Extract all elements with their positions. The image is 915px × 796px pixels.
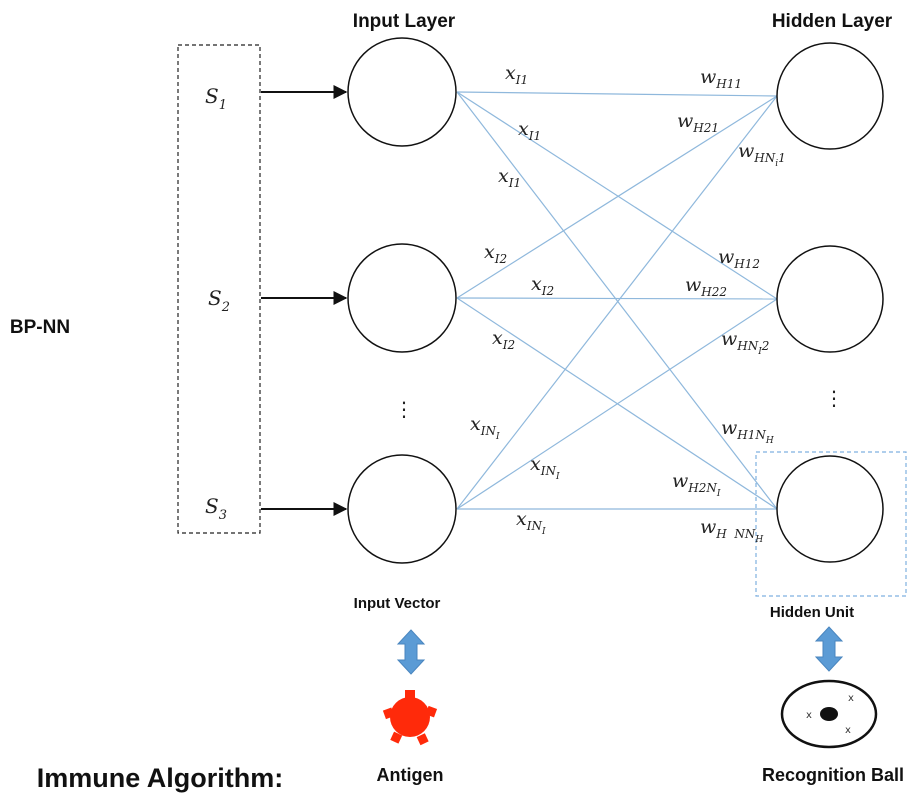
hidden-weight-label: wH2NI: [672, 470, 721, 499]
recognition-ball-caption: Recognition Ball: [762, 765, 904, 785]
recognition-mark: x: [848, 693, 854, 704]
connections: [456, 91, 778, 510]
recognition-ball-icon: x x x: [780, 679, 878, 749]
input-weight-label: xINI: [470, 413, 500, 442]
antigen-icon: [382, 690, 438, 746]
hidden-weight-label: wHNi1: [738, 140, 786, 169]
input-weight-label: xI1: [498, 165, 521, 190]
hidden-layer-title: Hidden Layer: [772, 11, 893, 32]
input-weight-label: xI2: [531, 273, 554, 298]
antigen-caption: Antigen: [377, 765, 444, 785]
signal-label-2: S2: [208, 286, 230, 315]
hidden-weight-label: wH21: [677, 110, 719, 135]
connection-i2-h2: [456, 297, 778, 300]
connection-i3-h1: [456, 95, 778, 510]
input-weight-label: xINI: [530, 453, 560, 482]
hidden-weight-label: wH12: [718, 246, 760, 271]
hidden-weight-label: wHNI2: [721, 328, 769, 357]
signal-label-3: S3: [205, 494, 227, 523]
hidden-node-2: [776, 245, 884, 353]
input-node-1: [347, 37, 457, 147]
connection-i1-h3: [456, 91, 778, 510]
hidden-weight-label: wH NNH: [700, 516, 763, 545]
hidden-weight-label: wH11: [700, 66, 742, 91]
hidden-node-3: [776, 455, 884, 563]
input-node-2: [347, 243, 457, 353]
bp-nn-label: BP-NN: [10, 317, 70, 338]
hidden-unit-caption: Hidden Unit: [770, 604, 854, 621]
connection-i3-h2: [456, 298, 778, 510]
input-weight-label: xINI: [516, 508, 546, 537]
recognition-mark: x: [806, 710, 812, 721]
input-node-3: [347, 454, 457, 564]
signal-label-1: S1: [205, 84, 227, 113]
double-arrow-icon: [814, 626, 844, 672]
connection-i1-h1: [456, 91, 778, 97]
recognition-mark: x: [845, 725, 851, 736]
hidden-ellipsis: ⋮: [824, 386, 844, 410]
input-weight-label: xI1: [518, 118, 541, 143]
input-ellipsis: ⋮: [394, 397, 414, 421]
hidden-node-1: [776, 42, 884, 150]
input-weight-label: xI2: [484, 241, 507, 266]
hidden-weight-label: wH1NH: [721, 417, 774, 446]
hidden-weight-label: wH22: [685, 274, 727, 299]
double-arrow-icon: [396, 629, 426, 675]
input-weight-label: xI1: [505, 62, 528, 87]
input-layer-title: Input Layer: [353, 11, 456, 32]
input-weight-label: xI2: [492, 327, 515, 352]
input-signal-box: [177, 44, 261, 534]
connection-i2-h1: [456, 95, 778, 299]
input-vector-caption: Input Vector: [354, 595, 441, 612]
connection-i1-h2: [456, 91, 778, 300]
immune-algorithm-label: Immune Algorithm:: [37, 763, 284, 793]
